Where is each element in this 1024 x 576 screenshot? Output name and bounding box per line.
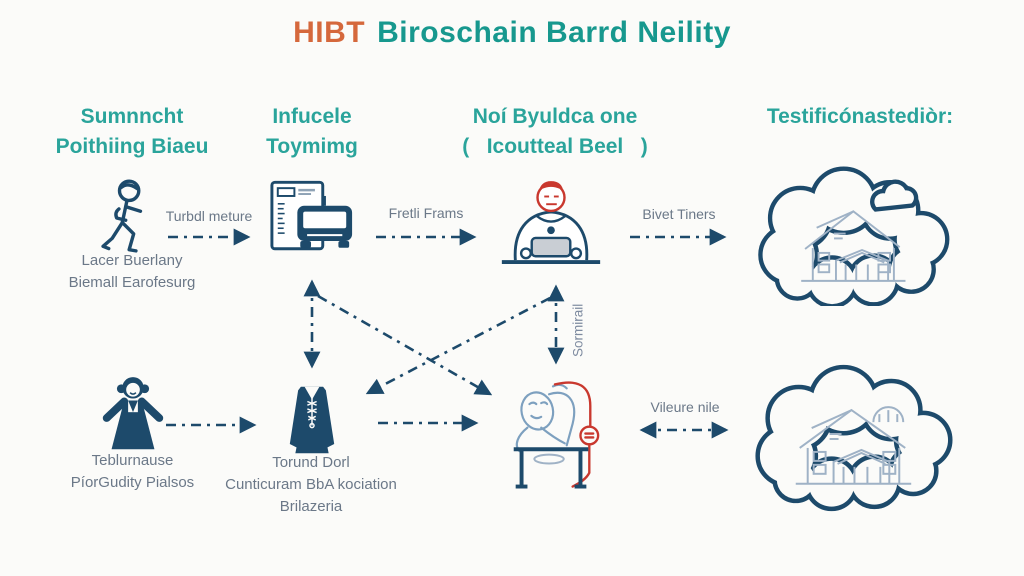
dress-icon xyxy=(289,386,335,454)
walker-caption: Lacer Buerlany Biemall Earofesurg xyxy=(34,250,230,294)
title-prefix: HIBT xyxy=(293,16,366,49)
arrow-label-analyst-vertical: Sormirail xyxy=(570,303,586,357)
column-header-4: Testificónastediòr: xyxy=(738,102,982,132)
title-main: Biroschain Barrd Neility xyxy=(377,16,731,49)
column-header-1-line1: Sumnncht xyxy=(80,105,184,128)
column-header-2: Infucele Toymimg xyxy=(232,102,392,163)
dress-caption-line1: Torund Dorl xyxy=(272,454,350,471)
arrow-label-analyst-to-cloud: Bivet Tiners xyxy=(642,206,716,222)
dress-caption: Torund Dorl Cunticuram BbA kociation Bri… xyxy=(212,452,410,517)
arrow-analyst-to-dress-diagonal xyxy=(365,296,551,395)
building-sketch xyxy=(795,406,912,485)
woman-caption-line2: PíorGudity Pialsos xyxy=(70,473,195,491)
arrow-label-walker-to-document: Turbdl meture xyxy=(165,208,253,224)
walking-person-icon xyxy=(101,179,143,253)
dress-caption-line2: Cunticuram BbA kociation xyxy=(225,475,397,493)
document-bus-icon xyxy=(270,180,353,251)
column-header-1-line2: Poithiing Biaeu xyxy=(55,135,209,159)
mini-cloud-icon xyxy=(870,179,919,212)
standing-woman-icon xyxy=(102,377,164,450)
column-header-3-line1: Noí Byuldca one xyxy=(472,105,638,128)
person-at-laptop-icon xyxy=(501,181,601,264)
arrow-label-document-to-analyst: Fretli Frams xyxy=(388,205,464,221)
page-title: HIBT Biroschain Barrd Neility xyxy=(0,16,1024,50)
woman-caption: Teblurnause PíorGudity Pialsos xyxy=(30,450,235,494)
cloud-building-icon xyxy=(758,166,950,306)
column-header-2-line1: Infucele xyxy=(272,105,352,128)
arrow-label-operator-to-cloud: Vileure nile xyxy=(650,399,720,415)
column-header-2-line2: Toymimg xyxy=(266,135,358,159)
column-header-3-line2: ( Icoutteal Beel ) xyxy=(462,135,648,159)
building-sketch xyxy=(801,210,906,282)
column-header-4-line1: Testificónastediòr: xyxy=(766,105,954,128)
cloud-building-dome-icon xyxy=(755,364,953,512)
walker-caption-line1: Lacer Buerlany xyxy=(81,252,183,269)
dress-caption-line3: Brilazeria xyxy=(279,497,343,515)
person-at-machine-icon xyxy=(513,381,600,489)
column-header-3: Noí Byuldca one ( Icoutteal Beel ) xyxy=(428,102,682,163)
woman-caption-line1: Teblurnause xyxy=(91,452,174,469)
column-header-1: Sumnncht Poithiing Biaeu xyxy=(18,102,246,163)
walker-caption-line2: Biemall Earofesurg xyxy=(68,273,196,291)
arrow-document-to-operator-diagonal xyxy=(317,294,493,396)
